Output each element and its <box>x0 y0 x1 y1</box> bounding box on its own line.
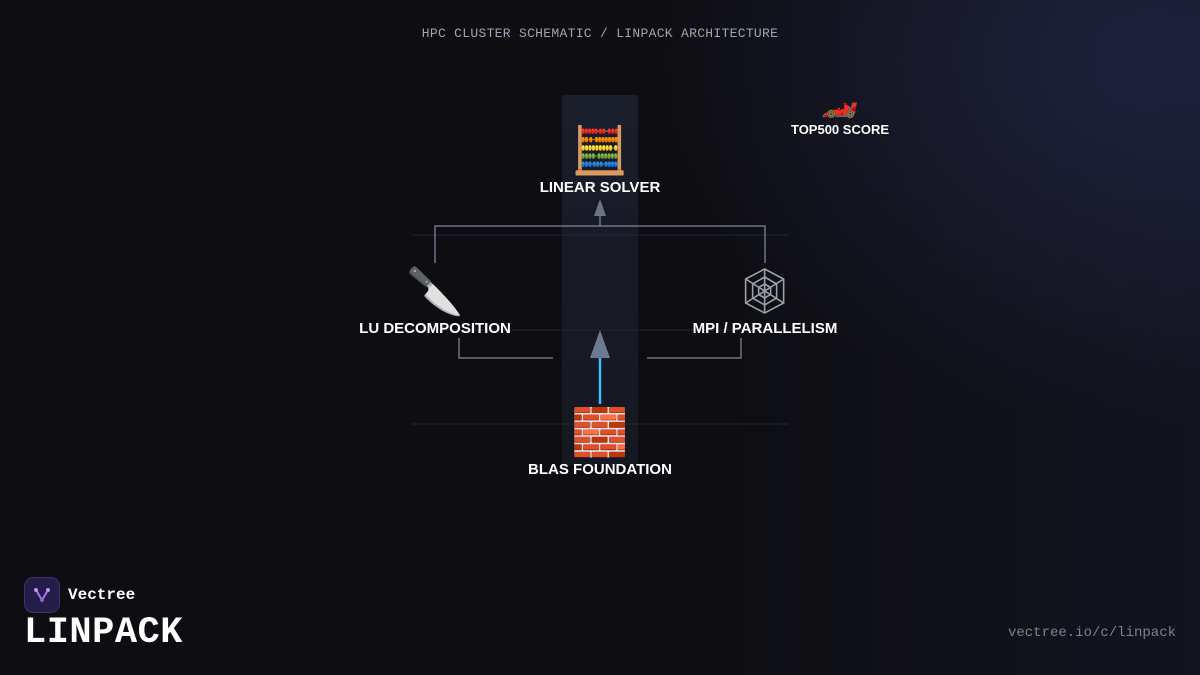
node-label: LINEAR SOLVER <box>539 179 661 196</box>
node-blas-foundation: 🧱 BLAS FOUNDATION <box>528 407 672 478</box>
abacus-icon: 🧮 <box>571 124 629 176</box>
node-linear-solver: 🧮 LINEAR SOLVER <box>540 125 661 196</box>
node-lu-decomposition: 🔪 LU DECOMPOSITION <box>359 266 511 337</box>
node-top500-score: 🏎️ TOP500 SCORE <box>791 86 889 137</box>
logo-graphic <box>34 588 50 602</box>
diagram-header: HPC CLUSTER SCHEMATIC / LINPACK ARCHITEC… <box>421 26 779 41</box>
vectree-logo-icon <box>24 577 60 613</box>
node-label: MPI / PARALLELISM <box>692 320 838 337</box>
node-label: LU DECOMPOSITION <box>359 320 511 337</box>
node-label: BLAS FOUNDATION <box>528 461 672 478</box>
lu-lower-connector <box>458 338 553 359</box>
brand-name: Vectree <box>68 586 136 604</box>
blas-arrowhead <box>590 330 610 358</box>
page-title: LINPACK <box>24 612 183 654</box>
brand-block: Vectree <box>24 577 135 613</box>
race-car-icon: 🏎️ <box>821 86 859 119</box>
spider-web-graphic <box>745 268 785 314</box>
upper-arrowhead <box>594 199 606 216</box>
node-mpi-parallelism: MPI / PARALLELISM <box>692 266 838 337</box>
source-url-link[interactable]: vectree.io/c/linpack <box>1007 625 1176 641</box>
bricks-icon: 🧱 <box>571 406 629 458</box>
mpi-lower-connector <box>647 338 742 359</box>
knife-icon: 🔪 <box>406 265 464 317</box>
spider-web-icon <box>693 266 838 316</box>
node-label: TOP500 SCORE <box>790 122 890 137</box>
upper-bracket-connector <box>434 225 766 263</box>
